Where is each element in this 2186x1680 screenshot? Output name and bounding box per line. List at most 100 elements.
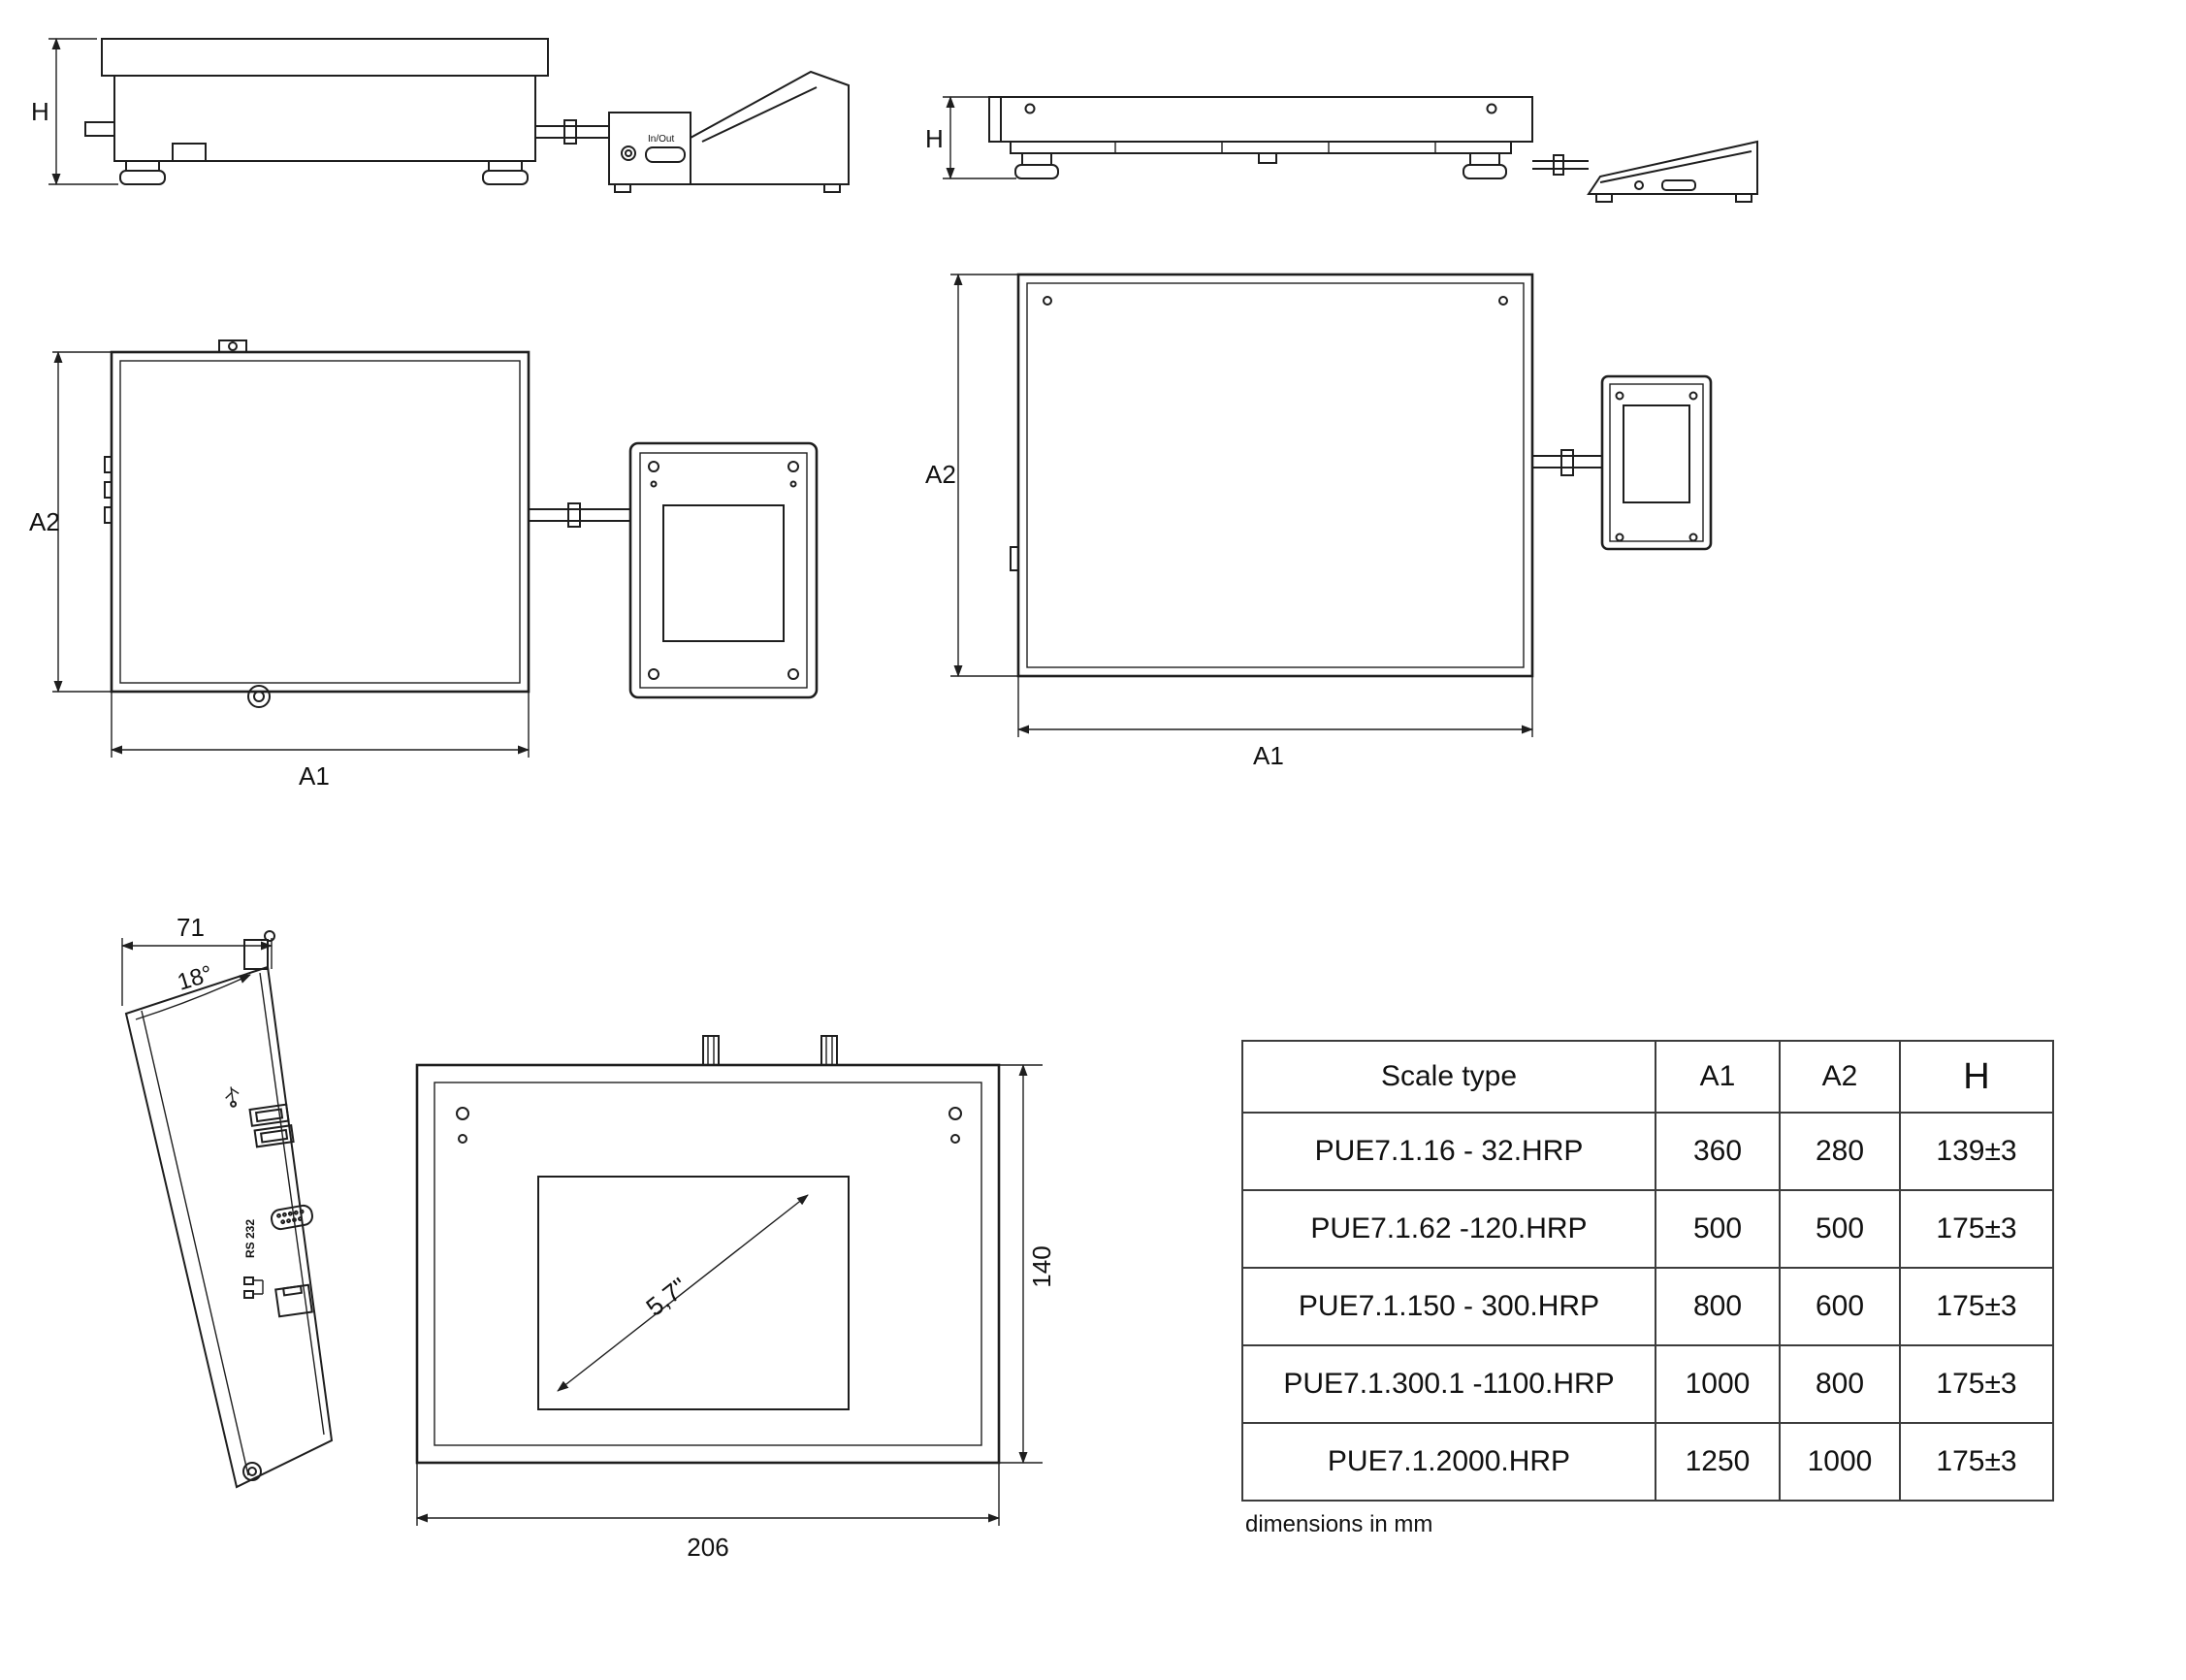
dc-jack-icon (1634, 180, 1644, 190)
screw-icon (1688, 533, 1698, 542)
width-206-label: 206 (687, 1533, 728, 1562)
height-140-dimension: 140 (999, 1064, 1056, 1464)
col-header-h: H (1899, 1040, 2054, 1114)
table-row: PUE7.1.16 - 32.HRP 360 280 139±3 (1241, 1112, 2054, 1191)
height-140-label: 140 (1027, 1245, 1056, 1287)
usb-ports (225, 1086, 295, 1148)
screw-icon (1615, 391, 1624, 401)
table-cell-scale-type: PUE7.1.16 - 32.HRP (1241, 1112, 1656, 1191)
terminal-front-outline (1587, 140, 1758, 203)
vga-port-icon (645, 146, 686, 163)
large-platform-top-view-svg: A2 A1 (925, 273, 1713, 770)
screen-diagonal-label: 5,7" (640, 1272, 692, 1322)
mounting-pegs (702, 1035, 838, 1066)
width-71-label: 71 (177, 913, 205, 942)
screw-icon (788, 461, 799, 472)
terminal-front-view: 5,7" 140 206 (402, 1017, 1062, 1579)
large-platform-top-view: A2 A1 (921, 260, 1794, 789)
table-row: PUE7.1.2000.HRP 1250 1000 175±3 (1241, 1422, 2054, 1502)
dimensions-note: dimensions in mm (1245, 1511, 1433, 1537)
h-dimension: H (31, 38, 118, 185)
terminal-top-outline (1600, 374, 1713, 551)
a2-dimension: A2 (925, 274, 1018, 677)
screen-diagonal-dimension: 5,7" (557, 1194, 809, 1392)
screw-icon (948, 1107, 962, 1120)
terminal-front-view-svg: 5,7" 140 206 (415, 1035, 1056, 1562)
angle-18-dimension: 18° (135, 960, 251, 1020)
screw-icon (648, 668, 659, 680)
a2-dim-label: A2 (29, 507, 60, 536)
table-cell-a2: 500 (1779, 1189, 1901, 1269)
a2-dim-label: A2 (925, 460, 956, 489)
rs232-label: RS 232 (243, 1219, 257, 1258)
screw-icon (788, 668, 799, 680)
scale-front-view: H (921, 87, 1775, 233)
terminal-side-view-svg: 71 18° RS 232 (121, 913, 334, 1489)
a1-dimension: A1 (1017, 676, 1533, 770)
screw-icon (456, 1107, 469, 1120)
scale-side-view-svg: H In/Out (31, 38, 850, 193)
connecting-rod (535, 119, 609, 145)
h-dimension: H (925, 96, 1016, 179)
terminal-foot (242, 1462, 262, 1481)
terminal-screen (537, 1176, 850, 1410)
table-row: PUE7.1.62 -120.HRP 500 500 175±3 (1241, 1189, 2054, 1269)
ethernet-port (243, 1276, 313, 1318)
rs232-port: RS 232 (243, 1204, 313, 1258)
h-dim-label: H (31, 97, 49, 126)
a1-dim-label: A1 (299, 761, 330, 791)
connecting-rod (529, 502, 630, 528)
network-icon (243, 1276, 264, 1299)
table-cell-h: 175±3 (1899, 1344, 2054, 1424)
screw-icon (1688, 391, 1698, 401)
table-cell-h: 139±3 (1899, 1112, 2054, 1191)
connecting-rod (1532, 449, 1602, 476)
table-cell-a1: 800 (1655, 1267, 1781, 1346)
screw-icon (648, 461, 659, 472)
small-platform-top-view-svg: A2 A1 (29, 339, 819, 791)
table-cell-scale-type: PUE7.1.62 -120.HRP (1241, 1189, 1656, 1269)
width-206-dimension: 206 (416, 1463, 1000, 1562)
table-cell-a2: 600 (1779, 1267, 1901, 1346)
table-cell-a1: 1250 (1655, 1422, 1781, 1502)
scale-front-view-svg: H (925, 96, 1758, 203)
terminal-body-outline (124, 930, 334, 1489)
terminal-screen (662, 504, 785, 642)
a2-dimension: A2 (29, 351, 112, 693)
platform-top-outline (1010, 273, 1534, 678)
a1-dimension: A1 (111, 692, 530, 791)
table-cell-scale-type: PUE7.1.2000.HRP (1241, 1422, 1656, 1502)
terminal-top-outline (628, 441, 819, 699)
width-71-dimension: 71 (121, 913, 273, 1006)
table-cell-a2: 800 (1779, 1344, 1901, 1424)
table-cell-scale-type: PUE7.1.150 - 300.HRP (1241, 1267, 1656, 1346)
terminal-screen (1623, 404, 1690, 503)
io-ports-label: In/Out (648, 134, 674, 145)
table-row: PUE7.1.150 - 300.HRP 800 600 175±3 (1241, 1267, 2054, 1346)
terminal-side-outline (608, 70, 850, 193)
table-header-row: Scale type A1 A2 H (1241, 1040, 2054, 1114)
db9-connector-icon (271, 1204, 313, 1231)
col-header-a2: A2 (1779, 1040, 1901, 1114)
usb-icon (225, 1086, 240, 1108)
table-row: PUE7.1.300.1 -1100.HRP 1000 800 175±3 (1241, 1344, 2054, 1424)
platform-front-outline (988, 96, 1533, 179)
table-cell-h: 175±3 (1899, 1267, 2054, 1346)
h-dim-label: H (925, 124, 944, 153)
screw-icon (1615, 533, 1624, 542)
table-cell-scale-type: PUE7.1.300.1 -1100.HRP (1241, 1344, 1656, 1424)
terminal-front-outline (415, 1063, 1001, 1465)
col-header-a1: A1 (1655, 1040, 1781, 1114)
terminal-side-view: 71 18° RS 232 (107, 913, 388, 1499)
a1-dim-label: A1 (1253, 741, 1284, 770)
table-cell-a1: 1000 (1655, 1344, 1781, 1424)
small-platform-top-view: A2 A1 (29, 335, 834, 791)
platform-top-outline (104, 339, 530, 708)
platform-side-outline (84, 38, 549, 185)
table-cell-h: 175±3 (1899, 1422, 2054, 1502)
table-cell-a2: 280 (1779, 1112, 1901, 1191)
spec-table: Scale type A1 A2 H PUE7.1.16 - 32.HRP 36… (1241, 1040, 2054, 1502)
col-header-scale-type: Scale type (1241, 1040, 1656, 1114)
table-cell-a2: 1000 (1779, 1422, 1901, 1502)
